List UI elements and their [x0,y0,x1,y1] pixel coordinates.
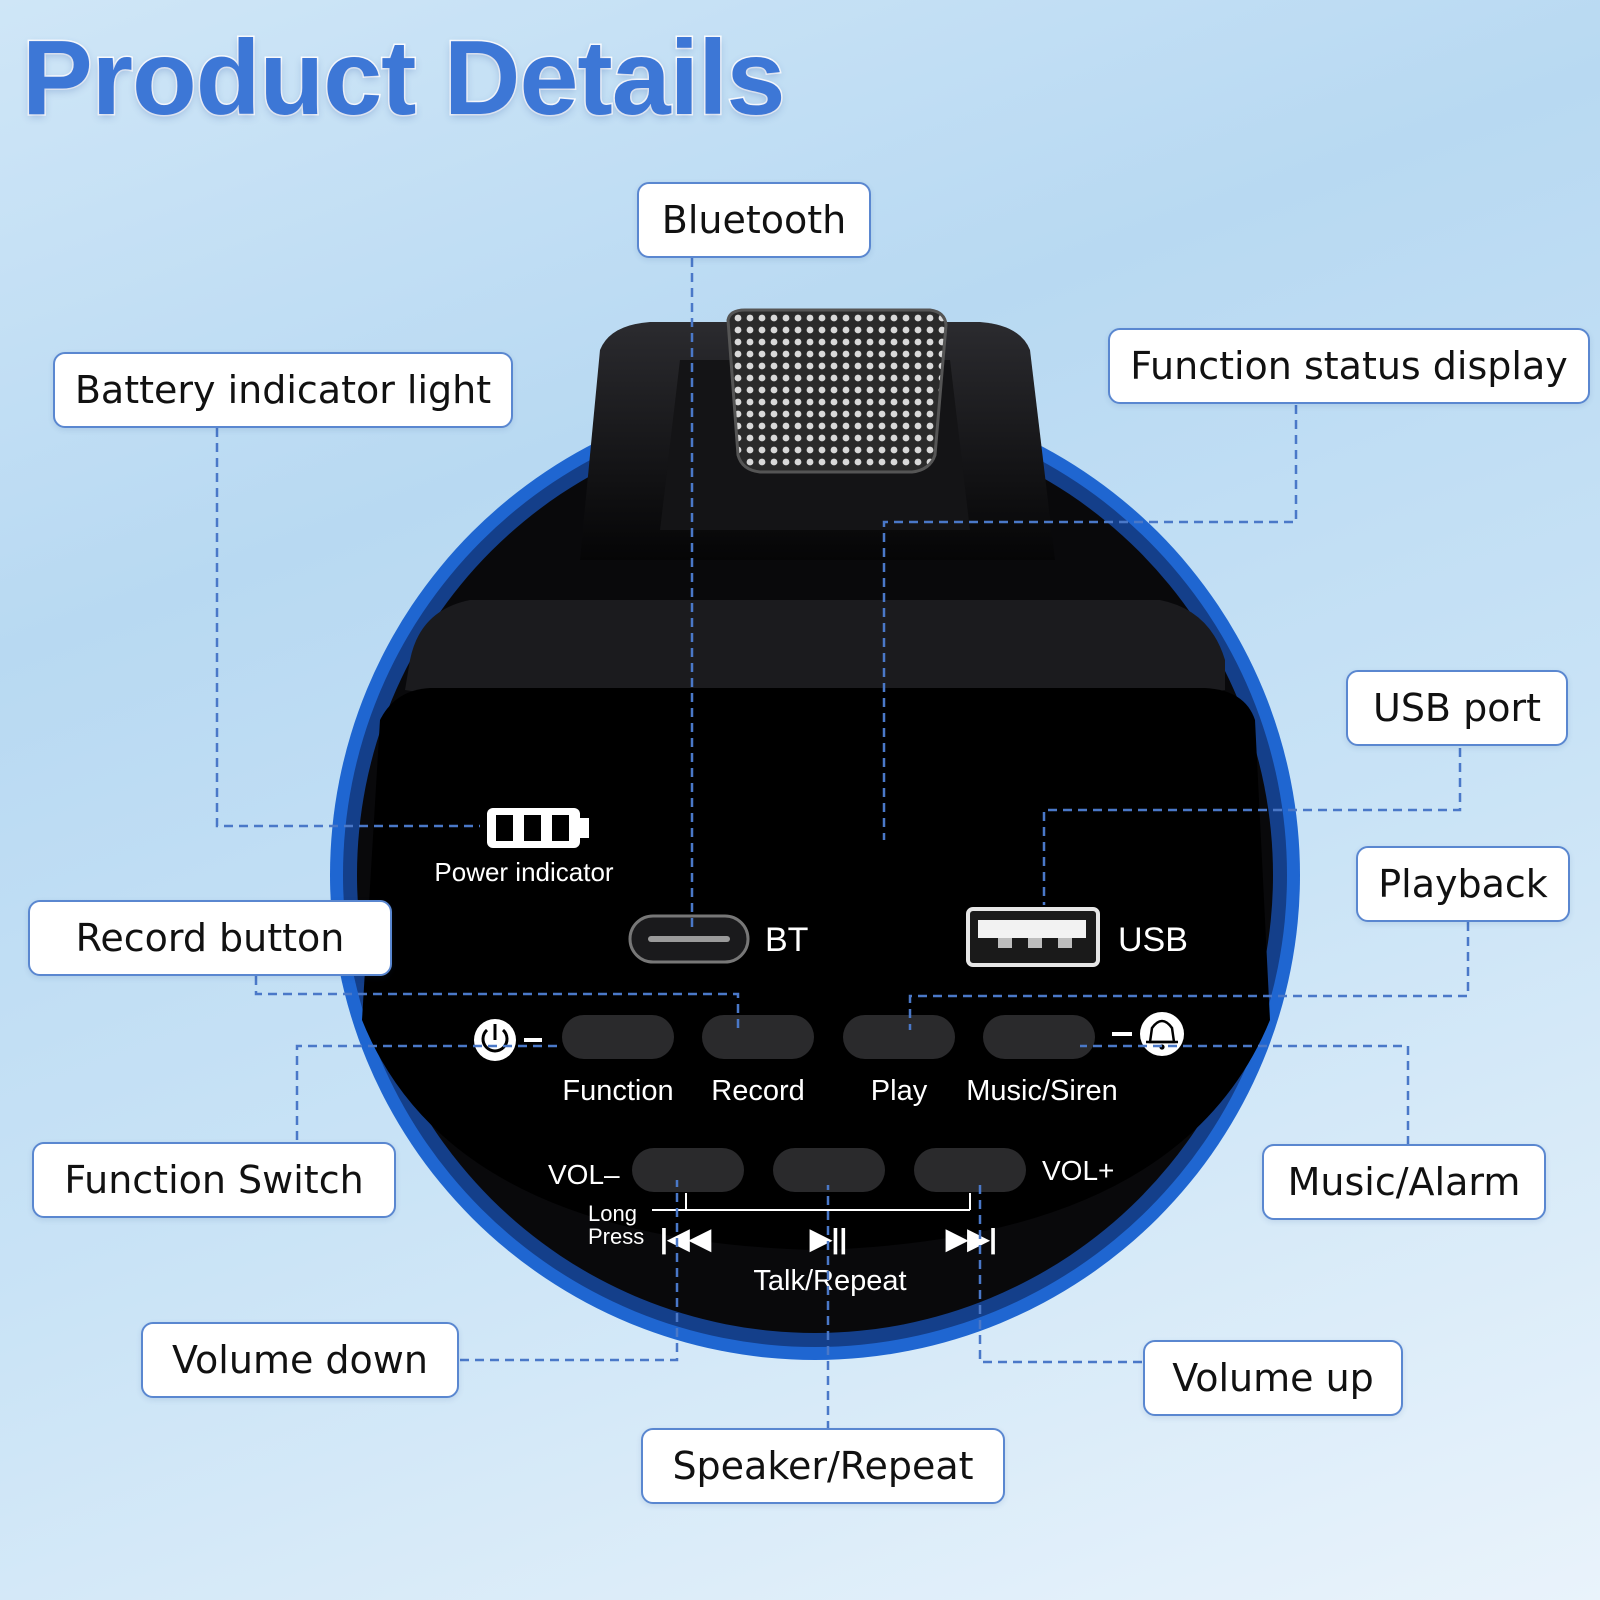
leader-lines [215,258,1470,1430]
callout-record-button: Record button [28,900,392,976]
callout-volume-down: Volume down [141,1322,459,1398]
next-track-icon: ▶▶| [945,1223,997,1254]
previous-track-icon: |◀◀ [660,1223,711,1254]
record-label: Record [711,1075,805,1107]
play-label: Play [871,1075,928,1107]
callout-speaker-repeat: Speaker/Repeat [641,1428,1005,1504]
press-label: Press [588,1224,644,1249]
record-button[interactable] [702,1015,814,1059]
bt-label: BT [765,921,808,959]
page-title: Product Details [21,18,788,139]
talk-repeat-button[interactable] [773,1148,885,1192]
talk-repeat-label: Talk/Repeat [753,1265,906,1297]
usb-port[interactable] [966,907,1100,967]
usb-label: USB [1118,921,1188,959]
callout-music-alarm: Music/Alarm [1262,1144,1546,1220]
battery-icon [487,808,589,848]
power-indicator-label: Power indicator [434,857,614,887]
vol-minus-label: VOL– [548,1159,620,1190]
play-button[interactable] [843,1015,955,1059]
long-label: Long [588,1201,637,1226]
function-label: Function [562,1075,673,1107]
callout-function-status-display: Function status display [1108,328,1590,404]
callout-volume-up: Volume up [1143,1340,1403,1416]
microphone-grille [726,308,948,474]
callout-bluetooth: Bluetooth [637,182,871,258]
function-button[interactable] [562,1015,674,1059]
music-siren-button[interactable] [983,1015,1095,1059]
callout-usb-port: USB port [1346,670,1568,746]
music-siren-label: Music/Siren [966,1075,1118,1107]
callout-battery-indicator: Battery indicator light [53,352,513,428]
vol-plus-label: VOL+ [1042,1155,1114,1186]
callout-playback: Playback [1356,846,1570,922]
volume-down-button[interactable] [632,1148,744,1192]
callout-function-switch: Function Switch [32,1142,396,1218]
volume-up-button[interactable] [914,1148,1026,1192]
